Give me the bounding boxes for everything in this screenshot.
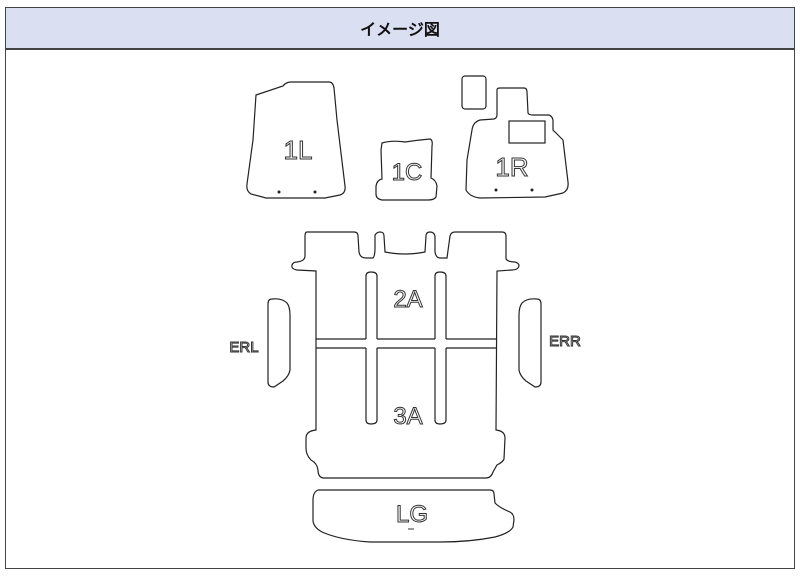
header-title: イメージ図 bbox=[6, 8, 794, 50]
mat-rear: 2A 3A bbox=[291, 231, 520, 479]
diagram-frame: イメージ図 bbox=[5, 7, 795, 569]
mat-lg: LG bbox=[312, 489, 515, 543]
label-err: ERR bbox=[549, 333, 581, 350]
label-3a: 3A bbox=[393, 403, 422, 430]
mat-1l: 1L bbox=[246, 81, 346, 199]
mat-erl: ERL bbox=[229, 298, 291, 388]
label-1r: 1R bbox=[495, 152, 528, 182]
label-erl: ERL bbox=[229, 339, 258, 356]
label-1c: 1C bbox=[392, 159, 423, 186]
mat-1c: 1C bbox=[375, 138, 438, 201]
mat-err: ERR bbox=[518, 298, 582, 388]
label-1l: 1L bbox=[284, 135, 313, 165]
mat-1r: 1R bbox=[461, 75, 569, 199]
label-lg: LG bbox=[396, 501, 428, 528]
label-2a: 2A bbox=[393, 286, 422, 313]
